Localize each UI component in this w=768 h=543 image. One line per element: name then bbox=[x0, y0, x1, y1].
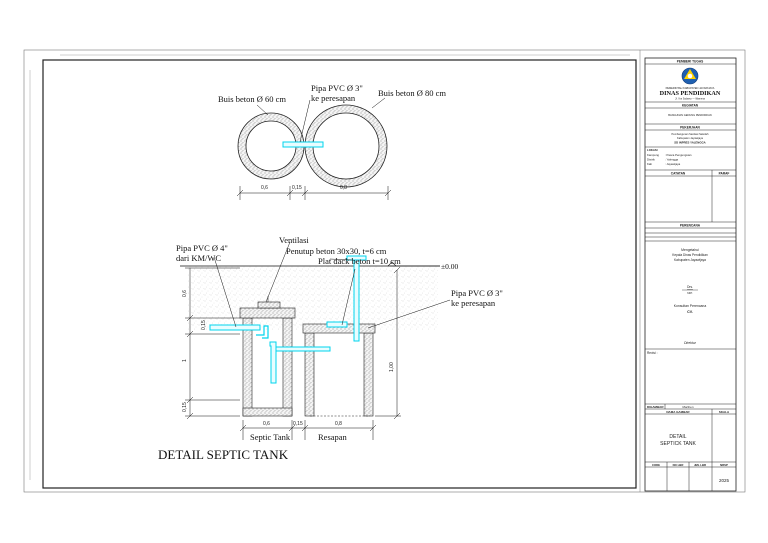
plan-dim-2: 0,15 bbox=[292, 185, 302, 191]
plan-connecting-pipe bbox=[282, 141, 324, 148]
tank-top-slab bbox=[239, 307, 296, 319]
label-plat: Plat dack beton t=10 cm bbox=[318, 256, 401, 266]
tb-konsultan: Konsultan Perencana bbox=[674, 304, 707, 308]
tb-pemberi-tugas: PEMBERI TUGAS bbox=[677, 60, 704, 64]
sec-dim-left-main: 1 bbox=[182, 359, 188, 362]
tb-location-value: : Yalengga bbox=[665, 158, 679, 162]
tb-year: 2025 bbox=[719, 478, 730, 483]
tb-catatan: CATATAN bbox=[671, 172, 686, 176]
drawing-title: DETAIL SEPTIC TANK bbox=[158, 447, 289, 462]
agency-logo-icon bbox=[681, 67, 699, 85]
label-outlet-2: ke peresapan bbox=[451, 298, 496, 308]
tb-pekerjaan-2: Kabupaten Jayawijaya bbox=[677, 136, 704, 140]
tb-location-value: : Pasca Pengungsian bbox=[665, 153, 692, 157]
tank-right-wall bbox=[282, 317, 293, 417]
inlet-pipe bbox=[209, 324, 261, 331]
tb-kegiatan-value: BANGUNAN GEDUNG PENDIDIKAN bbox=[668, 113, 712, 117]
tb-no-lbr: NO LBR bbox=[673, 463, 684, 467]
tb-pekerjaan-3: SD INPRES YALENGGA bbox=[674, 141, 705, 145]
section-right-dimension bbox=[375, 266, 401, 420]
tank-inner-tee bbox=[256, 325, 269, 339]
tb-agency-line: PEMERINTAH KABUPATEN JAYAWIJAYA bbox=[666, 86, 715, 90]
tb-digambar-name: Marthen bbox=[682, 405, 693, 409]
title-block: PEMBERI TUGAS PEMERINTAH KABUPATEN JAYAW… bbox=[644, 57, 737, 492]
tb-revisi: Revisi : bbox=[647, 351, 658, 355]
plan-dimension bbox=[236, 186, 392, 200]
label-level: ±0.00 bbox=[441, 262, 458, 271]
tb-skala: SKALA bbox=[719, 410, 730, 414]
sec-dim-b3: 0,8 bbox=[335, 421, 342, 427]
tank-left-wall bbox=[242, 317, 253, 417]
label-left-ring: Buis beton Ø 60 cm bbox=[218, 94, 286, 104]
label-inlet-1: Pipa PVC Ø 4" bbox=[176, 243, 228, 253]
sec-dim-right: 1,00 bbox=[389, 362, 395, 372]
tb-kepala-2: Kabupaten Jayawijaya bbox=[674, 258, 706, 262]
tb-jml-lbr: JML LBR bbox=[694, 463, 706, 467]
soil-hatch bbox=[188, 266, 438, 330]
tb-location-key: Distrik bbox=[647, 158, 655, 162]
label-outlet-1: Pipa PVC Ø 3" bbox=[451, 288, 503, 298]
plan-dim-3: 0,8 bbox=[340, 185, 347, 191]
label-septic-tank: Septic Tank bbox=[250, 432, 291, 442]
tank-cover bbox=[257, 301, 281, 309]
tb-location-key: Kab bbox=[647, 162, 652, 166]
tb-perencana: PERENCANA bbox=[680, 224, 701, 228]
tb-kepala-1: Kepala Dinas Pendidikan bbox=[672, 253, 708, 257]
section-bottom-dimension bbox=[239, 420, 377, 440]
tb-nrsp: NRSP bbox=[720, 463, 728, 467]
tb-digambar: DIGAMBAR bbox=[647, 405, 664, 409]
sec-dim-b2: 0,15 bbox=[293, 421, 303, 427]
tb-kegiatan-label: KEGIATAN bbox=[682, 104, 699, 108]
sec-dim-left-bottom: 0,15 bbox=[182, 402, 188, 412]
tb-code: CODE bbox=[652, 463, 660, 467]
label-resapan: Resapan bbox=[318, 432, 348, 442]
sec-dim-left-top: 0,6 bbox=[182, 290, 188, 297]
section-left-dimension bbox=[185, 267, 240, 420]
tb-pekerjaan-1: Pembangunan Sanitasi Sekolah bbox=[672, 132, 709, 136]
label-right-ring: Buis beton Ø 80 cm bbox=[378, 88, 446, 98]
tb-lokasi-label: LOKASI bbox=[647, 148, 658, 152]
label-penutup: Penutup beton 30x30, t=6 cm bbox=[286, 246, 387, 256]
tb-nama-gambar: NAMA GAMBAR bbox=[666, 410, 690, 414]
tb-location-key: Kampung bbox=[647, 153, 659, 157]
tb-kepala-name: Drs. bbox=[687, 285, 693, 289]
plan-view: Buis beton Ø 60 cm Pipa PVC Ø 3" ke pere… bbox=[218, 83, 446, 200]
drawing-frame bbox=[42, 59, 637, 489]
resapan-right-wall bbox=[363, 332, 374, 417]
outer-frame bbox=[23, 49, 746, 493]
section-view: ±0.00 Pipa PVC Ø 4" dari KM/WC V bbox=[176, 235, 503, 442]
label-pipe-plan-1: Pipa PVC Ø 3" bbox=[311, 83, 363, 93]
tank-bottom bbox=[242, 407, 293, 417]
tb-agency-address: Jl. Yos Sudarso — Wamena bbox=[675, 98, 705, 101]
tb-kepala-nip: NIP. bbox=[687, 291, 693, 295]
tb-drawing-name-2: SEPTICK TANK bbox=[660, 441, 696, 447]
tb-paraf: PARAF bbox=[719, 172, 730, 176]
sec-dim-b1: 0,6 bbox=[263, 421, 270, 427]
tank-outlet-elbow bbox=[269, 341, 277, 384]
label-pipe-plan-2: ke peresapan bbox=[311, 93, 356, 103]
vent-cap bbox=[346, 255, 367, 261]
tb-agency-name: DINAS PENDIDIKAN bbox=[660, 90, 721, 97]
plan-dim-1: 0,6 bbox=[261, 185, 268, 191]
tb-direktur: Direktur bbox=[684, 341, 697, 345]
connecting-pipe bbox=[275, 346, 331, 352]
tb-pekerjaan-label: PEKERJAAN bbox=[680, 126, 700, 130]
label-inlet-2: dari KM/WC bbox=[176, 253, 221, 263]
tb-location-value: : Jayawijaya bbox=[665, 162, 681, 166]
label-ventilasi: Ventilasi bbox=[279, 235, 309, 245]
sec-dim-left-mid: 0,15 bbox=[201, 320, 207, 330]
tb-konsultan-name: CV. bbox=[687, 310, 693, 314]
tb-drawing-name-1: DETAIL bbox=[669, 434, 686, 440]
resapan-left-wall bbox=[304, 332, 315, 417]
tb-mengetahui: Mengetahui bbox=[681, 248, 699, 252]
